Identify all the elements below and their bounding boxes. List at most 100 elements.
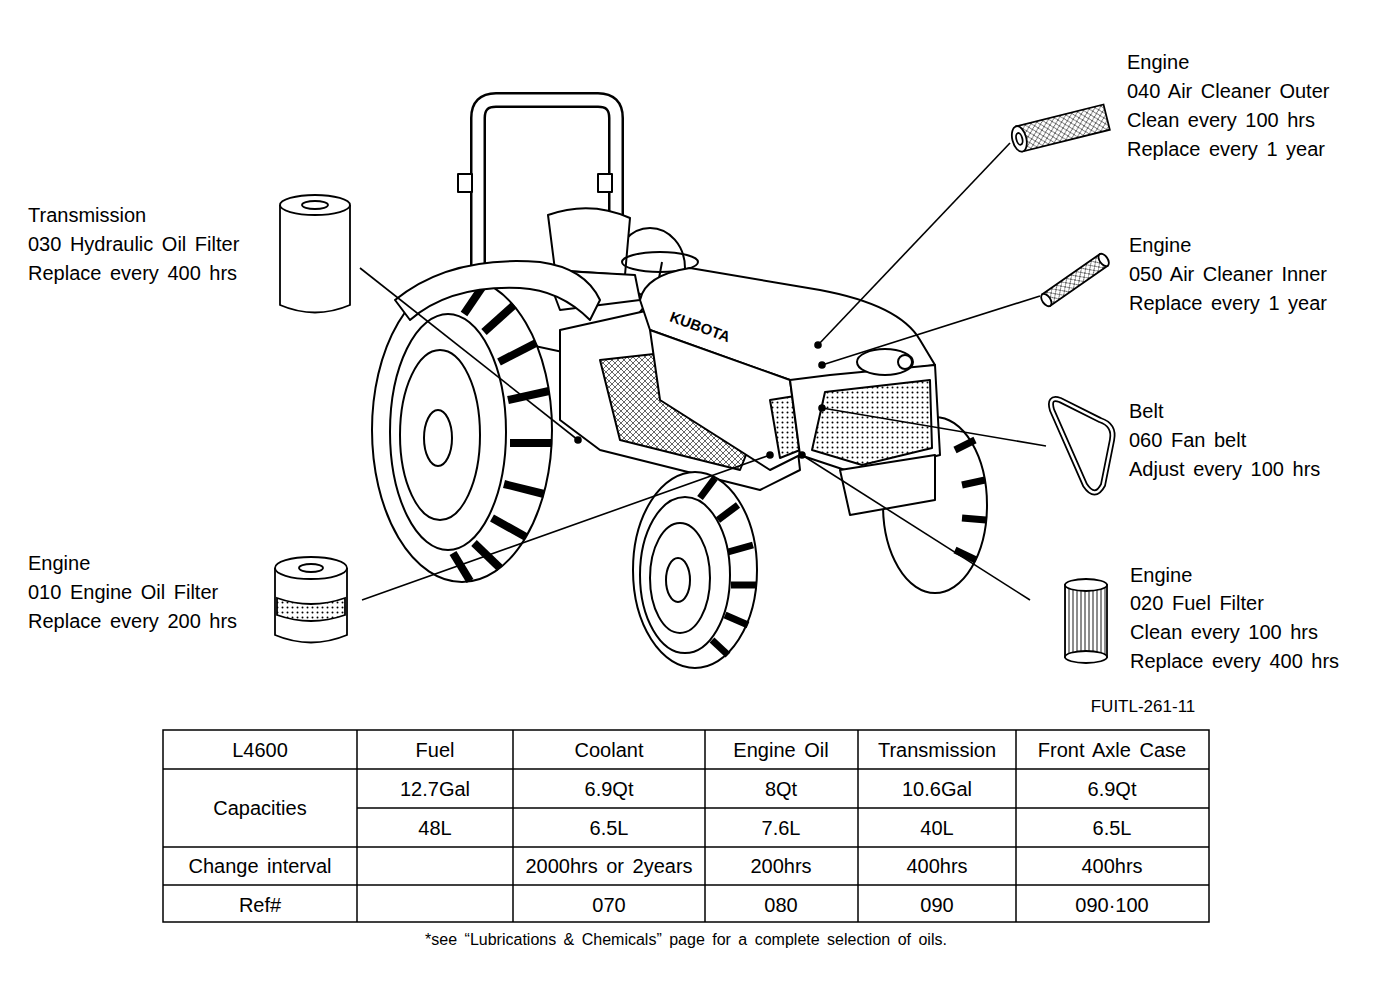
oil-filter-band: [277, 598, 345, 621]
row-header: Change interval: [188, 854, 331, 878]
table-cell: 6.9Qt: [585, 777, 634, 801]
wheel-hub: [666, 558, 690, 602]
fuel-filter-top: [1065, 579, 1107, 591]
oil-filter-port: [299, 564, 323, 572]
table-header: Engine Oil: [733, 738, 828, 762]
service-interval: Adjust every 100 hrs: [1129, 457, 1320, 481]
callout-heading: Engine: [1130, 563, 1192, 587]
callout-heading: Engine: [28, 551, 90, 575]
callout-heading: Belt: [1129, 399, 1163, 423]
hood-side: [650, 330, 800, 470]
table-cell: 10.6Gal: [902, 777, 972, 801]
part-icons: [275, 104, 1113, 663]
table-cell: 6.5L: [590, 816, 629, 840]
leader-line: [822, 408, 1046, 446]
footnote: *see “Lubrications & Chemicals” page for…: [425, 928, 947, 952]
table-cell: 2000hrs or 2years: [525, 854, 692, 878]
headlight-lens: [898, 355, 912, 369]
table-cell: 200hrs: [750, 854, 811, 878]
rear-fender: [395, 261, 600, 320]
table-header: Fuel: [416, 738, 455, 762]
leader-line: [360, 268, 578, 440]
part-callout: 010 Engine Oil Filter: [28, 580, 218, 604]
table-header: L4600: [232, 738, 288, 762]
part-callout: 050 Air Cleaner Inner: [1129, 262, 1327, 286]
table-rule: [857, 730, 859, 922]
seat-back: [548, 208, 630, 275]
table-rule: [1015, 730, 1017, 922]
part-callout: 040 Air Cleaner Outer: [1127, 79, 1329, 103]
table-cell: 48L: [418, 816, 451, 840]
table-rule: [163, 884, 1209, 886]
table-cell: 090·100: [1075, 893, 1148, 917]
table-rule: [163, 768, 1209, 770]
table-border: [163, 730, 1209, 922]
part-callout: 060 Fan belt: [1129, 428, 1246, 452]
table-cell: 400hrs: [906, 854, 967, 878]
service-interval: Replace every 400 hrs: [28, 261, 237, 285]
grille: [812, 380, 932, 465]
air-cleaner-inner: [1039, 252, 1111, 308]
rear-left-tire: [372, 278, 552, 582]
row-header: Ref#: [239, 893, 281, 917]
fan-belt-fill: [1051, 399, 1113, 492]
service-interval: Replace every 1 year: [1129, 291, 1327, 315]
wheel-rim: [400, 350, 480, 520]
tire-sidewall: [640, 497, 730, 653]
leader-line: [802, 455, 1030, 600]
figure-code: FUITL-261-11: [1091, 695, 1196, 719]
hydraulic-filter-port: [302, 201, 328, 209]
leader-dot: [815, 342, 821, 348]
table-header: Front Axle Case: [1038, 738, 1186, 762]
table-cell: 400hrs: [1081, 854, 1142, 878]
table-rule: [356, 730, 358, 922]
table-cell: 8Qt: [765, 777, 797, 801]
table-cell: 6.5L: [1093, 816, 1132, 840]
service-interval: Clean every 100 hrs: [1130, 620, 1318, 644]
wheel-hub: [424, 410, 452, 466]
table-rule: [357, 807, 1209, 809]
table-cell: 6.9Qt: [1088, 777, 1137, 801]
leader-dot: [767, 452, 773, 458]
table-header: Transmission: [878, 738, 996, 762]
leader-lines: [360, 143, 1046, 600]
leader-dot: [819, 405, 825, 411]
hydraulic-filter-top: [280, 195, 350, 215]
table-rule: [704, 730, 706, 922]
row-header: Capacities: [213, 796, 306, 820]
leader-line: [822, 296, 1040, 365]
front-left-tire: [633, 472, 757, 668]
table-cell: 12.7Gal: [400, 777, 470, 801]
part-callout: 020 Fuel Filter: [1130, 591, 1264, 615]
table-cell: 40L: [920, 816, 953, 840]
leader-dot: [799, 452, 805, 458]
callout-heading: Transmission: [28, 203, 146, 227]
air-cleaner-outer: [1009, 104, 1109, 153]
table-cell: 070: [592, 893, 625, 917]
table-cell: 090: [920, 893, 953, 917]
table-header: Coolant: [575, 738, 644, 762]
table-cell: 7.6L: [762, 816, 801, 840]
callout-heading: Engine: [1127, 50, 1189, 74]
front-weight: [840, 455, 935, 515]
service-interval: Replace every 400 hrs: [1130, 649, 1339, 673]
callout-heading: Engine: [1129, 233, 1191, 257]
fuel-filter-body: [1065, 585, 1107, 657]
wheel-rim: [650, 523, 710, 633]
service-interval: Clean every 100 hrs: [1127, 108, 1315, 132]
service-interval: Replace every 200 hrs: [28, 609, 237, 633]
spec-table-grid: [163, 730, 1209, 922]
hydraulic-filter-body: [280, 205, 350, 313]
rollbar-bracket: [458, 174, 472, 192]
part-callout: 030 Hydraulic Oil Filter: [28, 232, 239, 256]
tire-tread: [955, 440, 986, 560]
oil-filter-top: [275, 557, 347, 579]
table-rule: [512, 730, 514, 922]
leader-line: [362, 455, 770, 600]
fan-belt-outline: [1051, 399, 1113, 492]
tractor-drawing: [372, 100, 987, 668]
rollbar-bracket: [598, 174, 612, 192]
table-cell: 080: [764, 893, 797, 917]
fuel-filter-bottom: [1065, 651, 1107, 663]
leader-dot: [819, 362, 825, 368]
